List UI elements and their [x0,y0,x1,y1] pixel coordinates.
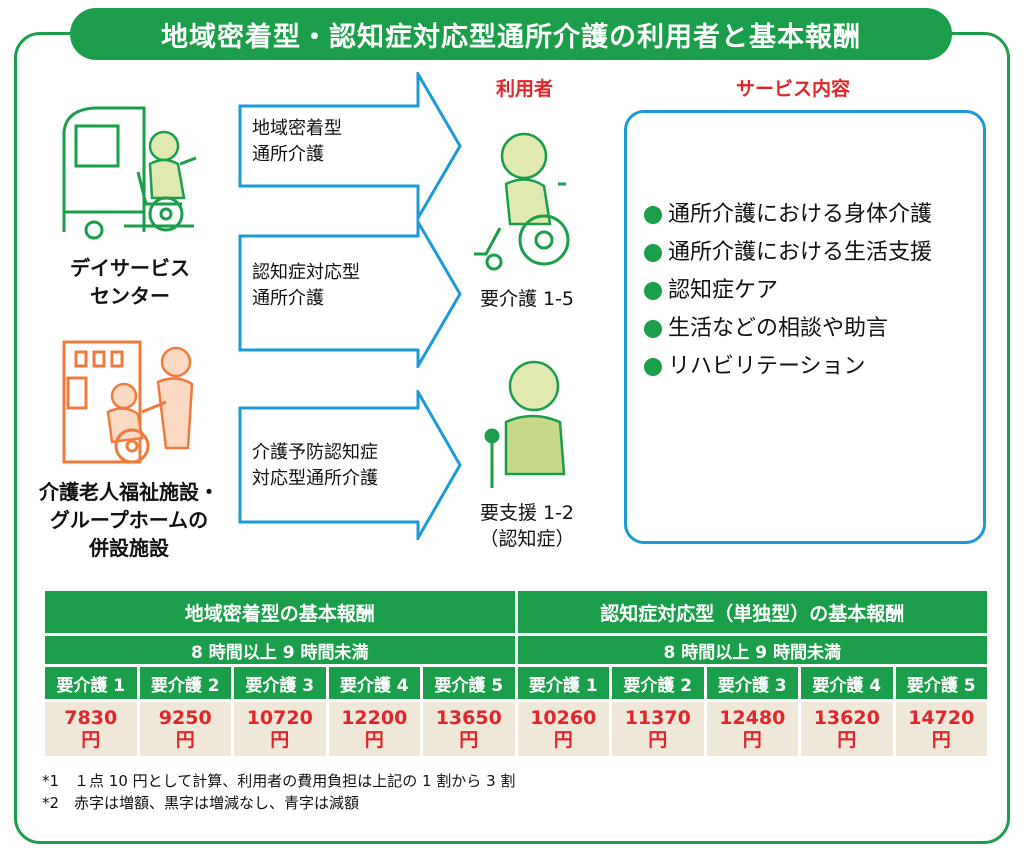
arrow-community-day-care [238,72,462,220]
fee-group-title: 認知症対応型（単独型）の基本報酬 [517,591,987,633]
facility-label-nursing-home: 介護老人福祉施設・ グループホームの 併設施設 [39,480,219,560]
fee-group-title: 地域密着型の基本報酬 [45,591,515,633]
bullet-icon [644,320,662,338]
fee-table: 地域密着型の基本報酬 認知症対応型（単独型）の基本報酬 8 時間以上 9 時間未… [42,588,990,759]
care-level-header: 要介護 1 [517,667,609,699]
care-level-header: 要介護 2 [612,667,704,699]
fee-duration: 8 時間以上 9 時間未満 [517,636,987,664]
service-item: 通所介護における身体介護 [644,196,974,234]
arrow-label-dementia: 認知症対応型通所介護 [252,262,360,309]
bullet-icon [644,244,662,262]
fee-duration: 8 時間以上 9 時間未満 [45,636,515,664]
users-heading: 利用者 [496,78,554,100]
bullet-icon [644,206,662,224]
user-label-care-level: 要介護 1-5 [479,288,575,310]
bullet-icon [644,358,662,376]
page-title: 地域密着型・認知症対応型通所介護の利用者と基本報酬 [70,8,952,60]
arrow-dementia-day-care [238,220,462,368]
arrow-label-community: 地域密着型通所介護 [252,118,342,165]
footnotes: *1 １点 10 円として計算、利用者の費用負担は上記の 1 割から 3 割 *… [42,770,515,814]
arrow-label-preventive: 介護予防認知症対応型通所介護 [252,442,378,489]
care-level-header: 要介護 4 [801,667,893,699]
care-level-header: 要介護 3 [234,667,326,699]
user-label-support-level: 要支援 1-2 （認知症） [479,502,575,550]
bullet-icon [644,282,662,300]
care-level-header: 要介護 5 [423,667,515,699]
services-heading: サービス内容 [736,78,851,100]
care-level-header: 要介護 3 [706,667,798,699]
service-item: リハビリテーション [644,348,974,386]
care-level-header: 要介護 1 [45,667,137,699]
service-item: 生活などの相談や助言 [644,310,974,348]
services-list: 通所介護における身体介護 通所介護における生活支援 認知症ケア 生活などの相談や… [644,196,974,386]
care-level-header: 要介護 2 [139,667,231,699]
care-level-header: 要介護 5 [895,667,987,699]
facility-label-day-service: デイサービス センター [70,256,190,308]
arrow-preventive-dementia-care [238,390,462,540]
services-box [624,110,986,544]
service-item: 通所介護における生活支援 [644,234,974,272]
elderly-cane-icon [484,360,566,488]
nursing-home-icon [62,340,194,464]
day-service-van-icon [62,106,197,240]
footnote: *1 １点 10 円として計算、利用者の費用負担は上記の 1 割から 3 割 [42,772,516,790]
care-level-header: 要介護 4 [328,667,420,699]
footnote: *2 赤字は増額、黒字は増減なし、青字は減額 [42,794,360,812]
service-item: 認知症ケア [644,272,974,310]
wheelchair-user-icon [474,132,570,271]
